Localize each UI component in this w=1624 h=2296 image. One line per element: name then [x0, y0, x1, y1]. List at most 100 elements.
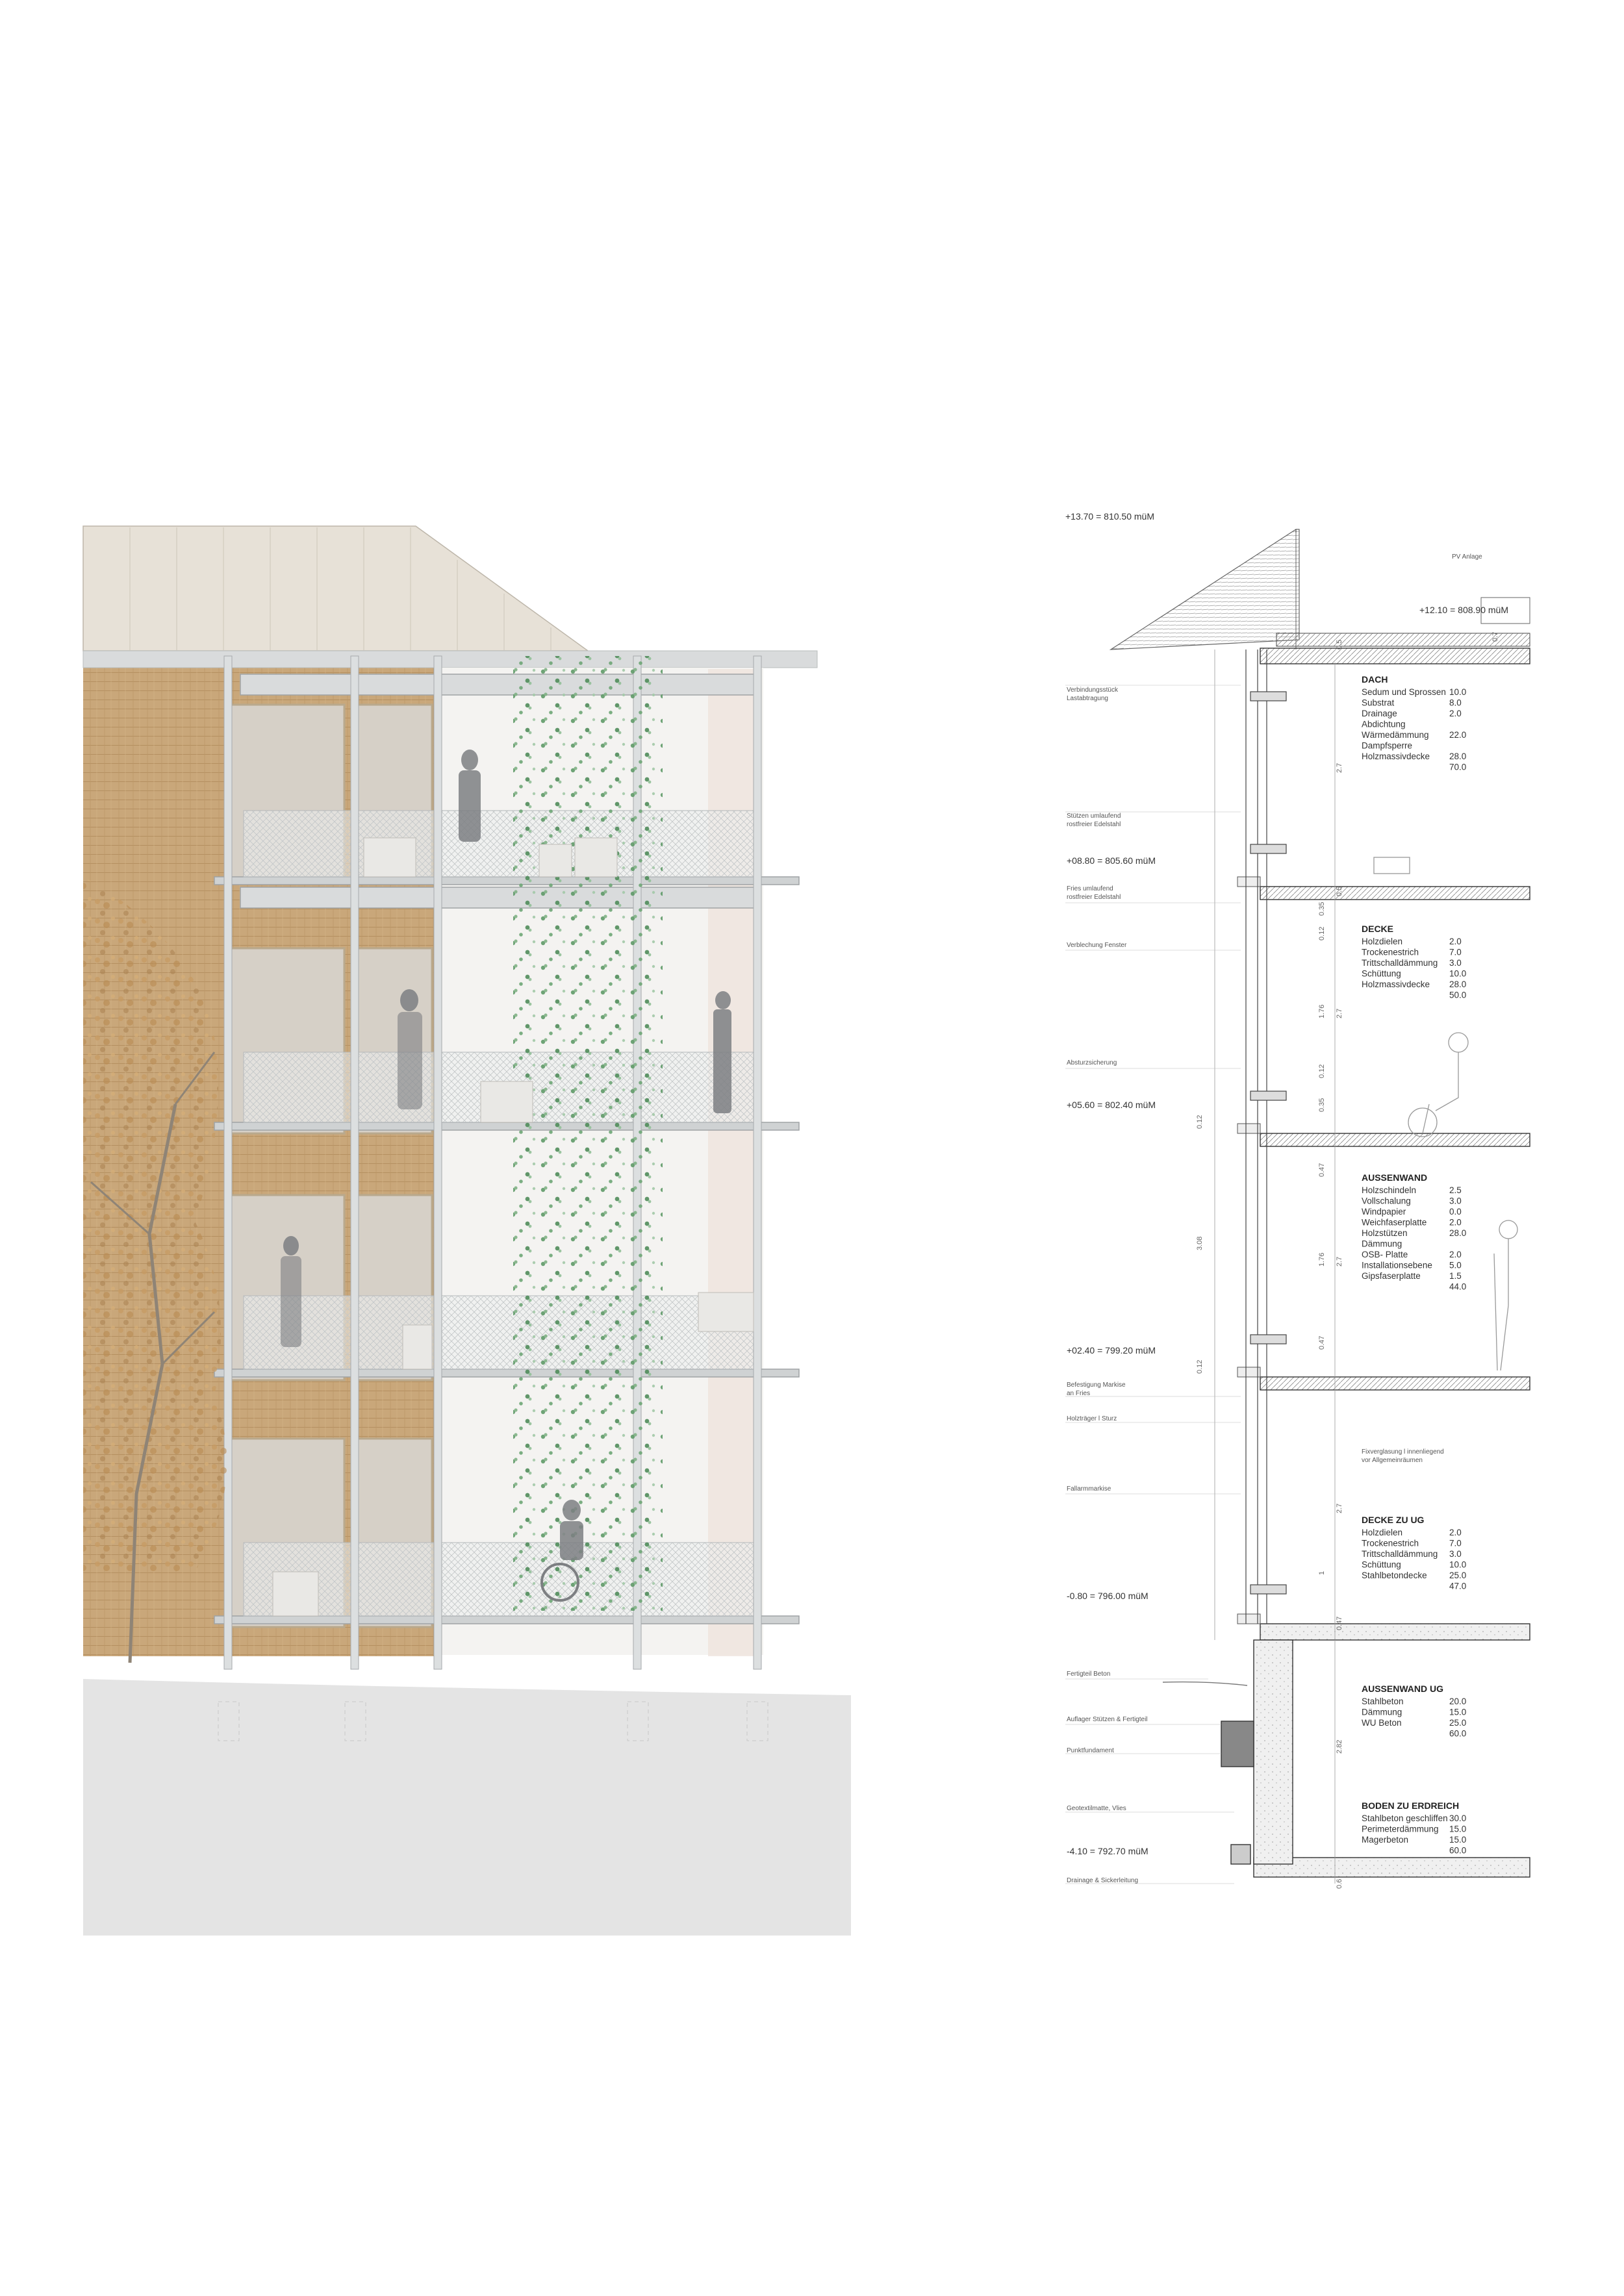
layer-thickness: 44.0: [1449, 1282, 1466, 1292]
section-figures: [1373, 857, 1518, 1371]
annotation-label: an Fries: [1067, 1390, 1090, 1397]
dimension-label: 0.5: [1336, 640, 1343, 650]
climbing-plant: [513, 656, 663, 1611]
layer-thickness: 30.0: [1449, 1813, 1466, 1823]
dimension-label: 0.47: [1336, 1617, 1343, 1630]
layer-thickness: 28.0: [1449, 751, 1466, 761]
dimension-label: 0.35: [1318, 1098, 1326, 1112]
dimension-label: 0.12: [1196, 1360, 1204, 1374]
layer-name: Trockenestrich: [1362, 1539, 1419, 1548]
layer-thickness: 60.0: [1449, 1846, 1466, 1856]
layer-thickness: 10.0: [1449, 969, 1466, 979]
layer-thickness: 60.0: [1449, 1729, 1466, 1739]
layer-group-title: DECKE: [1362, 924, 1393, 934]
layer-group-title: DECKE ZU UG: [1362, 1515, 1425, 1525]
layer-group-title: DACH: [1362, 674, 1388, 685]
layer-thickness: 28.0: [1449, 1228, 1466, 1238]
layer-thickness: 1.5: [1449, 1271, 1462, 1281]
layer-name: Dämmung: [1362, 1708, 1402, 1717]
railings: [243, 810, 757, 1617]
layer-thickness: 10.0: [1449, 1560, 1466, 1570]
layer-thickness: 8.0: [1449, 698, 1462, 708]
layer-group-title: AUSSENWAND UG: [1362, 1684, 1443, 1694]
dimension-label: 1.76: [1318, 1253, 1326, 1267]
annotation-label: Stützen umlaufend: [1067, 813, 1121, 820]
layer-name: Windpapier: [1362, 1207, 1406, 1217]
layer-thickness: 70.0: [1449, 763, 1466, 772]
layer-group-title: AUSSENWAND: [1362, 1172, 1427, 1183]
dimension-label: 0.5: [1336, 887, 1343, 896]
layer-thickness: 2.5: [1449, 1185, 1462, 1195]
dimension-label: 0.12: [1318, 1065, 1326, 1078]
annotation-label: Auflager Stützen & Fertigteil: [1067, 1716, 1148, 1723]
annotation-label: Lastabtragung: [1067, 695, 1108, 702]
layer-name: Holzschindeln: [1362, 1185, 1416, 1195]
layer-thickness: 7.0: [1449, 1539, 1462, 1548]
annotation-label: rostfreier Edelstahl: [1067, 821, 1121, 828]
layer-thickness: 2.0: [1449, 709, 1462, 718]
layer-thickness: 2.0: [1449, 1218, 1462, 1228]
layer-thickness: 3.0: [1449, 958, 1462, 968]
dimension-label: 1: [1318, 1571, 1326, 1575]
layer-thickness: 15.0: [1449, 1835, 1466, 1845]
layer-name: Installationsebene: [1362, 1261, 1432, 1270]
layer-thickness: 15.0: [1449, 1708, 1466, 1717]
dimension-label: 0.47: [1318, 1163, 1326, 1177]
ground: [83, 1679, 851, 1936]
elevation-label: +13.70 = 810.50 müM: [1065, 511, 1154, 522]
dimension-label: 2.82: [1336, 1740, 1343, 1754]
layer-thickness: 10.0: [1449, 687, 1466, 697]
elevation-label: -0.80 = 796.00 müM: [1067, 1591, 1148, 1601]
layer-name: Abdichtung: [1362, 720, 1406, 729]
layer-name: Dampfsperre: [1362, 741, 1412, 751]
layer-name: Stahlbeton geschliffen: [1362, 1813, 1448, 1823]
annotation-label: PV Anlage: [1452, 553, 1482, 561]
layer-name: Vollschalung: [1362, 1196, 1411, 1206]
dimension-label: 0.7: [1491, 632, 1499, 642]
layer-name: Substrat: [1362, 698, 1395, 708]
dimension-label: 0.35: [1318, 902, 1326, 916]
floor-slabs: [1253, 648, 1530, 1878]
layer-name: Perimeterdämmung: [1362, 1824, 1439, 1834]
annotation-label: Fixverglasung l innenliegend: [1362, 1448, 1444, 1456]
layer-name: Holzdielen: [1362, 1528, 1402, 1537]
layer-name: Drainage: [1362, 709, 1397, 718]
roof-section: [1109, 529, 1530, 650]
annotation-label: Verblechung Fenster: [1067, 942, 1127, 949]
dimension-label: 2.7: [1336, 763, 1343, 773]
annotation-label: Verbindungsstück: [1067, 687, 1119, 694]
layer-name: Gipsfaserplatte: [1362, 1271, 1421, 1281]
basement-wall: [1162, 1639, 1293, 1865]
exterior-wall: [1245, 650, 1287, 1624]
layer-thickness: 3.0: [1449, 1549, 1462, 1559]
layer-thickness: 3.0: [1449, 1196, 1462, 1206]
annotation-label: Fertigteil Beton: [1067, 1671, 1110, 1678]
annotation-label: Geotextilmatte, Vlies: [1067, 1805, 1126, 1812]
layer-name: Schüttung: [1362, 1560, 1401, 1570]
annotation-label: Punktfundament: [1067, 1747, 1114, 1754]
layer-name: Holzmassivdecke: [1362, 979, 1430, 989]
layer-name: Magerbeton: [1362, 1835, 1408, 1845]
dimension-label: 0.12: [1196, 1115, 1204, 1129]
annotation-label: Holzträger l Sturz: [1067, 1415, 1117, 1422]
annotation-label: Befestigung Markise: [1067, 1381, 1126, 1389]
layer-thickness: 50.0: [1449, 990, 1466, 1000]
layer-name: WU Beton: [1362, 1718, 1402, 1728]
planters: [272, 837, 754, 1617]
dimension-label: 2.7: [1336, 1009, 1343, 1018]
layer-name: Dämmung: [1362, 1239, 1402, 1249]
elevation-label: +02.40 = 799.20 müM: [1067, 1345, 1156, 1356]
layer-thickness: 20.0: [1449, 1697, 1466, 1706]
layer-thickness: 25.0: [1449, 1571, 1466, 1580]
layer-name: Trockenestrich: [1362, 948, 1419, 957]
dimension-label: 0.12: [1318, 927, 1326, 940]
dimension-label: 2.7: [1336, 1504, 1343, 1513]
layer-name: OSB- Platte: [1362, 1250, 1408, 1259]
layer-thickness: 0.0: [1449, 1207, 1462, 1217]
annotation-label: Drainage & Sickerleitung: [1067, 1877, 1138, 1884]
layer-name: Holzstützen: [1362, 1228, 1408, 1238]
layer-name: Stahlbetondecke: [1362, 1571, 1427, 1580]
annotation-label: vor Allgemeinräumen: [1362, 1457, 1423, 1464]
balcony-edges: [1237, 876, 1261, 1624]
